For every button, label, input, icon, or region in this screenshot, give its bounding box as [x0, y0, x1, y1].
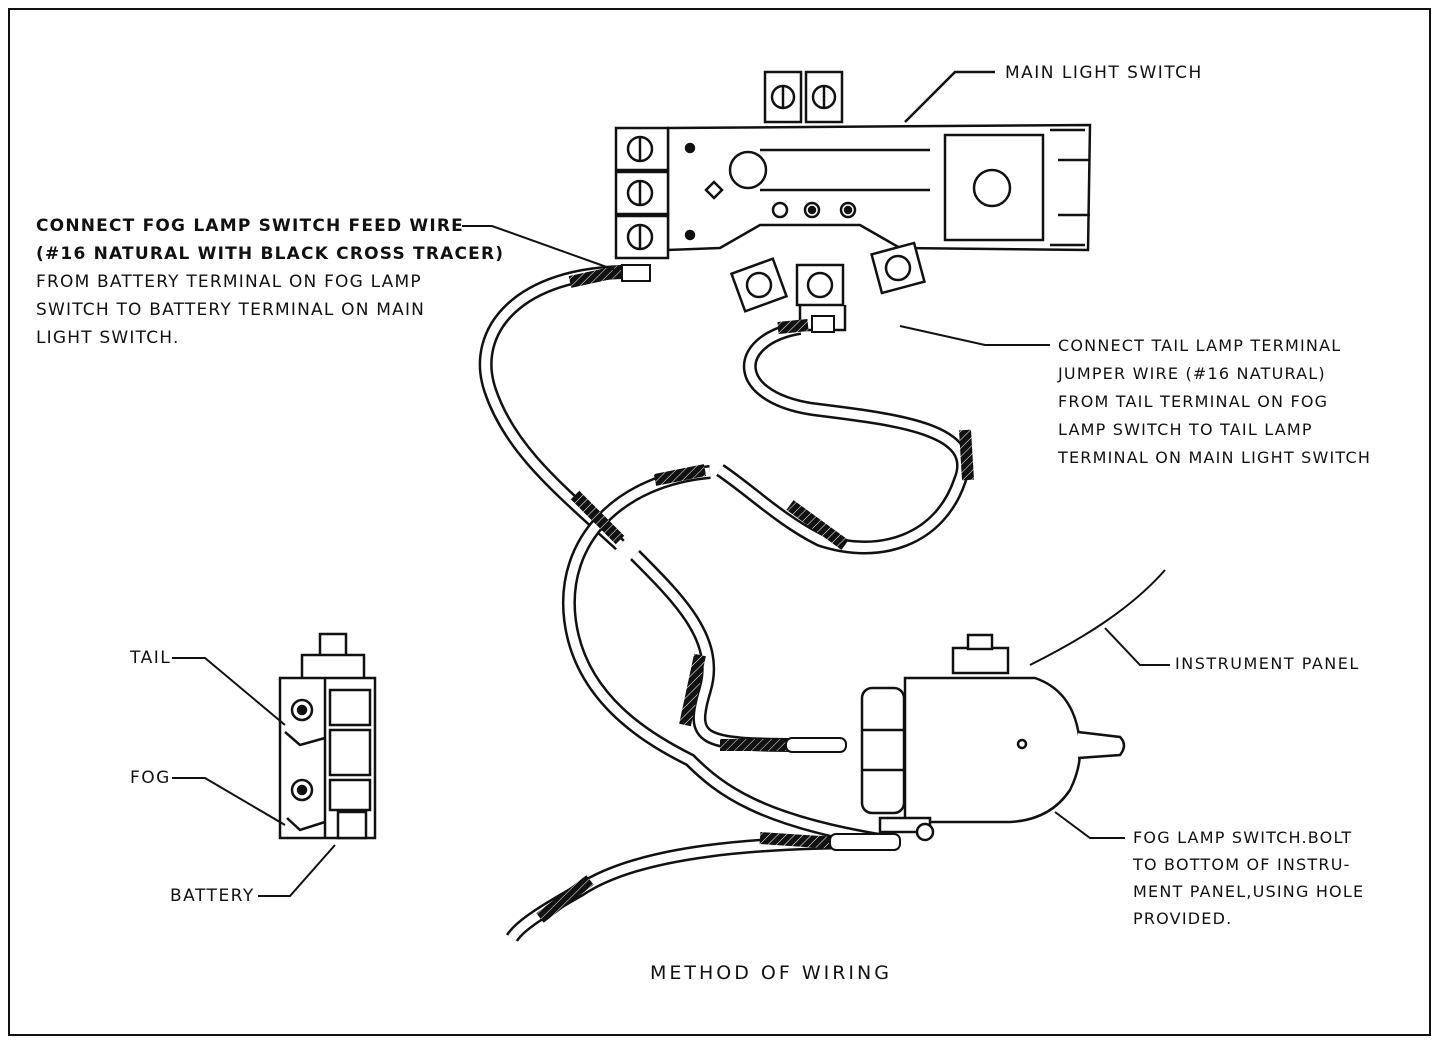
fog-switch-line-2: TO BOTTOM OF INSTRU- [1133, 855, 1351, 874]
connect-feed-line-3: FROM BATTERY TERMINAL ON FOG LAMP [36, 272, 422, 292]
connect-tail-line-5: TERMINAL ON MAIN LIGHT SWITCH [1058, 448, 1372, 467]
connect-feed-line-1: CONNECT FOG LAMP SWITCH FEED WIRE [36, 216, 464, 236]
fog-switch-line-1: FOG LAMP SWITCH.BOLT [1133, 828, 1353, 847]
connect-tail-line-4: LAMP SWITCH TO TAIL LAMP [1058, 420, 1313, 439]
diagram-caption: METHOD OF WIRING [650, 962, 892, 984]
battery-terminal-label: BATTERY [170, 886, 255, 906]
connect-tail-line-2: JUMPER WIRE (#16 NATURAL) [1058, 364, 1326, 383]
tail-terminal-label: TAIL [130, 648, 172, 668]
main-light-switch-label: MAIN LIGHT SWITCH [1005, 63, 1203, 83]
instrument-panel-label: INSTRUMENT PANEL [1175, 654, 1360, 673]
connect-tail-note: CONNECT TAIL LAMP TERMINAL JUMPER WIRE (… [1058, 332, 1371, 472]
fog-lamp-switch-note: FOG LAMP SWITCH.BOLT TO BOTTOM OF INSTRU… [1133, 824, 1364, 932]
diagram-frame [8, 8, 1431, 1036]
fog-terminal-label: FOG [130, 768, 171, 788]
main-light-switch [614, 70, 1092, 332]
connect-feed-line-2: (#16 NATURAL WITH BLACK CROSS TRACER) [36, 244, 505, 264]
connect-feed-line-5: LIGHT SWITCH. [36, 328, 180, 348]
connect-tail-line-1: CONNECT TAIL LAMP TERMINAL [1058, 336, 1342, 355]
fog-lamp-switch [860, 633, 1126, 842]
inset-fog-switch [278, 632, 377, 840]
connect-feed-line-4: SWITCH TO BATTERY TERMINAL ON MAIN [36, 300, 426, 320]
connect-tail-line-3: FROM TAIL TERMINAL ON FOG [1058, 392, 1329, 411]
fog-switch-line-3: MENT PANEL,USING HOLE [1133, 882, 1365, 901]
connect-feed-note: CONNECT FOG LAMP SWITCH FEED WIRE (#16 N… [36, 212, 504, 352]
wires [478, 264, 974, 943]
fog-switch-line-4: PROVIDED. [1133, 909, 1233, 928]
